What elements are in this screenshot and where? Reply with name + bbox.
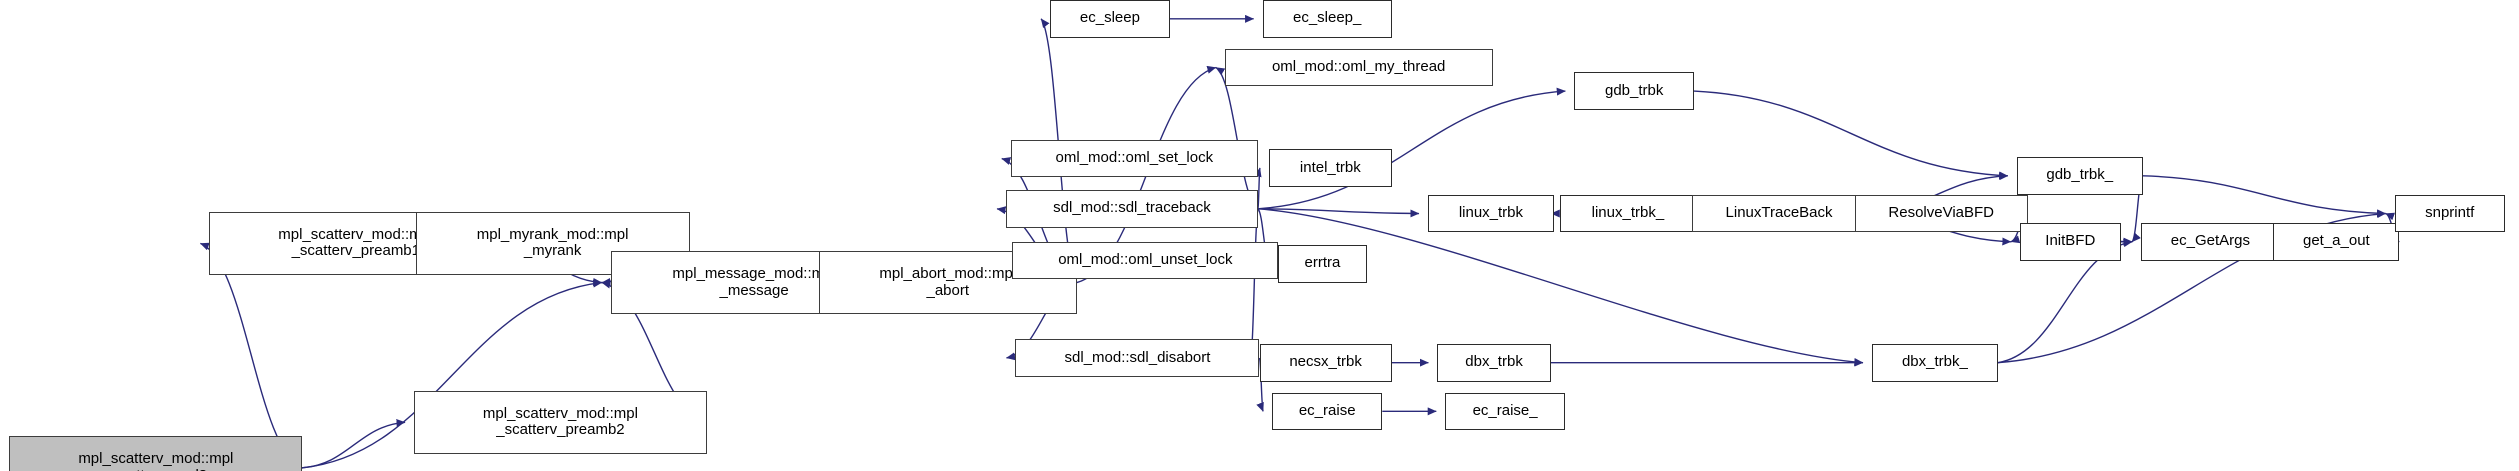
- graph-node-preamb2[interactable]: mpl_scatterv_mod::mpl _scatterv_preamb2: [414, 390, 707, 454]
- edge-sdl_traceback-to-gdb_trbk: [1257, 87, 1566, 210]
- edge-sdl_traceback-to-intel_trbk: [1253, 167, 1262, 209]
- graph-node-ec_sleep_u[interactable]: ec_sleep_: [1262, 0, 1392, 38]
- graph-node-ec_raise_u[interactable]: ec_raise_: [1445, 392, 1565, 431]
- graph-node-oml_my_thread[interactable]: oml_mod::oml_my_thread: [1224, 48, 1493, 87]
- graph-node-linux_trbk_u[interactable]: linux_trbk_: [1560, 194, 1696, 233]
- graph-node-root[interactable]: mpl_scatterv_mod::mpl _scatterv_real8: [9, 436, 303, 471]
- graph-node-oml_set_lock[interactable]: oml_mod::oml_set_lock: [1010, 139, 1258, 178]
- graph-node-gdb_trbk[interactable]: gdb_trbk: [1574, 72, 1695, 110]
- edge-sdl_traceback-to-oml_my_thread: [1215, 66, 1259, 210]
- graph-node-gdb_trbk_u[interactable]: gdb_trbk_: [2016, 157, 2143, 195]
- graph-node-ec_sleep[interactable]: ec_sleep: [1050, 0, 1170, 38]
- edge-root-to-message: [302, 279, 603, 469]
- graph-node-necsx_trbk[interactable]: necsx_trbk: [1259, 343, 1392, 382]
- graph-node-ec_GetArgs[interactable]: ec_GetArgs: [2141, 222, 2280, 261]
- graph-node-sdl_disabort[interactable]: sdl_mod::sdl_disabort: [1015, 339, 1260, 377]
- graph-node-ResolveViaBFD[interactable]: ResolveViaBFD: [1854, 194, 2028, 233]
- graph-node-dbx_trbk_u[interactable]: dbx_trbk_: [1871, 343, 1998, 382]
- graph-node-InitBFD[interactable]: InitBFD: [2019, 222, 2121, 261]
- graph-node-errtra[interactable]: errtra: [1278, 244, 1367, 283]
- graph-node-get_a_out[interactable]: get_a_out: [2273, 222, 2400, 261]
- graph-node-myrank[interactable]: mpl_myrank_mod::mpl _myrank: [415, 211, 690, 275]
- graph-node-snprintf[interactable]: snprintf: [2394, 194, 2505, 233]
- graph-node-linux_trbk[interactable]: linux_trbk: [1427, 194, 1554, 233]
- edge-sdl_traceback-to-linux_trbk: [1257, 208, 1420, 218]
- edge-root-to-preamb1: [200, 242, 303, 469]
- graph-node-intel_trbk[interactable]: intel_trbk: [1268, 149, 1392, 187]
- graph-node-ec_raise[interactable]: ec_raise: [1272, 392, 1383, 431]
- edge-sdl_traceback-to-dbx_trbk_u: [1257, 208, 1864, 366]
- graph-node-dbx_trbk[interactable]: dbx_trbk: [1437, 343, 1551, 382]
- edge-gdb_trbk_u-to-snprintf: [2142, 175, 2387, 218]
- graph-node-oml_unset_lock[interactable]: oml_mod::oml_unset_lock: [1012, 241, 1279, 280]
- graph-node-LinuxTraceBack[interactable]: LinuxTraceBack: [1692, 194, 1866, 233]
- graph-node-sdl_traceback[interactable]: sdl_mod::sdl_traceback: [1006, 189, 1258, 228]
- edge-gdb_trbk-to-gdb_trbk_u: [1693, 90, 2009, 180]
- edge-root-to-preamb2: [302, 419, 406, 469]
